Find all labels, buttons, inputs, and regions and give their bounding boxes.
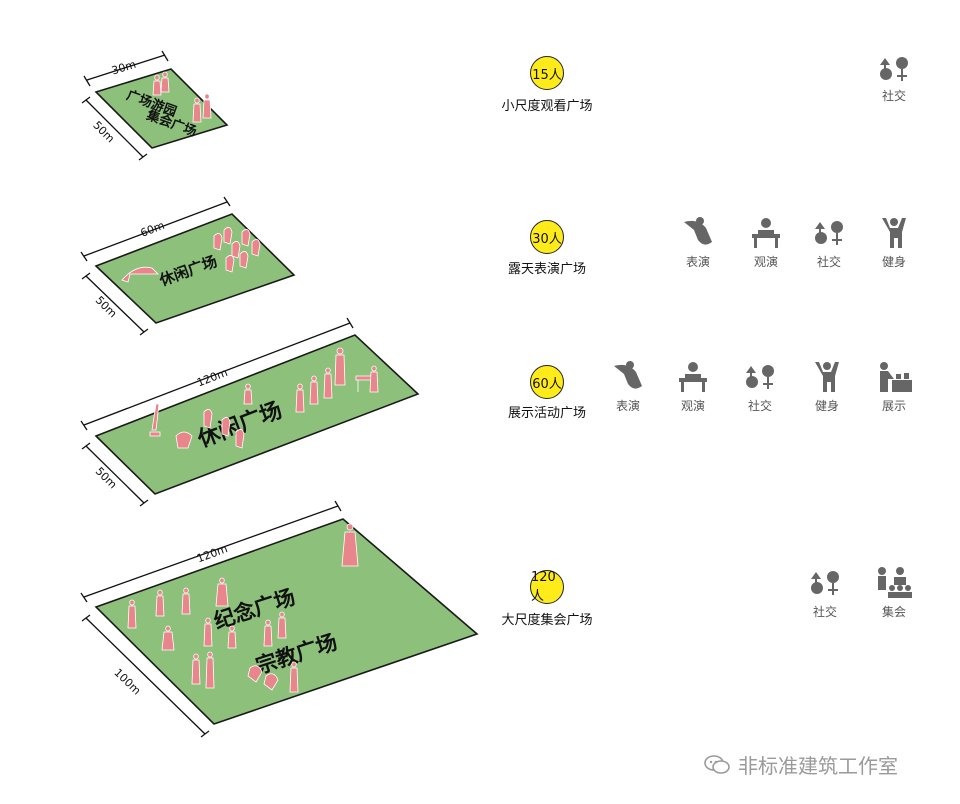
audience-icon: [752, 218, 780, 248]
plaza-2-activity-performance-label: 表演: [685, 255, 710, 269]
plaza-1-capacity-badge: 15人: [530, 56, 564, 90]
audience-icon: [679, 362, 707, 392]
fitness-icon: [815, 362, 839, 392]
plaza-3-activity-social-label: 社交: [747, 399, 772, 413]
plaza-3-activity-exhibition-label: 展示: [881, 399, 906, 413]
plaza-2: 60m 50m 休闲广场: [80, 196, 296, 336]
plaza-4-activity-social: 社交: [795, 566, 855, 620]
watermark-text: 非标准建筑工作室: [738, 754, 898, 778]
performance-icon: [614, 361, 642, 389]
wechat-icon: [704, 754, 730, 774]
plaza-2-activity-audience-label: 观演: [753, 255, 778, 269]
plaza-2-activity-fitness-label: 健身: [881, 255, 906, 269]
plaza-2-activity-social: 社交: [799, 216, 859, 270]
plaza-2-people: [121, 227, 261, 283]
plaza-3-activity-audience-label: 观演: [680, 399, 705, 413]
plaza-3-activity-social: 社交: [730, 360, 790, 414]
plaza-1-name: 小尺度观看广场: [501, 99, 593, 114]
plaza-3-activity-fitness-label: 健身: [814, 399, 839, 413]
plaza-1-activity-social-label: 社交: [881, 89, 906, 103]
plaza-3-activity-performance-label: 表演: [615, 399, 640, 413]
plaza-4-capacity-badge: 120人: [530, 570, 564, 604]
watermark: 非标准建筑工作室: [704, 750, 898, 779]
plaza-2-capacity-badge: 30人: [530, 220, 564, 254]
plaza-4: 120m 100m 纪念广场 宗教广场: [80, 500, 479, 738]
plaza-2-activity-performance: 表演: [668, 216, 728, 270]
plaza-2-activity-fitness: 健身: [864, 216, 924, 270]
plaza-4-people: [127, 523, 359, 693]
plaza-3-activity-performance: 表演: [598, 360, 658, 414]
exhibition-icon: [880, 362, 912, 392]
plaza-4-name: 大尺度集会广场: [501, 613, 593, 628]
plaza-1-depth-label: 50m: [90, 119, 117, 146]
assembly-icon: [878, 567, 912, 598]
plaza-1-width-label: 30m: [110, 58, 137, 78]
plaza-4-activity-assembly-label: 集会: [881, 605, 906, 619]
plaza-3: 120m 50m 休闲广场: [80, 317, 420, 507]
plaza-3-activity-fitness: 健身: [797, 360, 857, 414]
plaza-3-depth-label: 50m: [93, 465, 120, 492]
plaza-1: 30m 50m 广场游园 集会广场: [81, 50, 229, 161]
social-icon: [746, 365, 774, 389]
plaza-3-activity-exhibition: 展示: [864, 360, 924, 414]
performance-icon: [684, 217, 712, 245]
plaza-1-activity-social: 社交: [864, 54, 924, 104]
plaza-2-width-label: 60m: [139, 219, 167, 240]
plaza-2-activity-audience: 观演: [736, 216, 796, 270]
plaza-3-activity-audience: 观演: [663, 360, 723, 414]
plaza-3-people: [149, 347, 379, 449]
social-icon: [880, 57, 908, 81]
plaza-4-depth-label: 100m: [111, 666, 143, 697]
plaza-1-ground: [94, 68, 229, 149]
plaza-2-activity-social-label: 社交: [816, 255, 841, 269]
plaza-4-activity-assembly: 集会: [864, 566, 924, 620]
plaza-1-people: [152, 71, 212, 123]
plaza-2-depth-label: 50m: [93, 294, 120, 321]
plaza-3-name: 展示活动广场: [507, 406, 586, 421]
plaza-3-capacity-badge: 60人: [530, 365, 564, 399]
social-icon: [811, 571, 839, 595]
plaza-2-name: 露天表演广场: [507, 262, 586, 277]
plaza-4-ground: [94, 518, 479, 725]
social-icon: [815, 221, 843, 245]
fitness-icon: [882, 218, 906, 248]
plaza-4-activity-social-label: 社交: [812, 605, 837, 619]
